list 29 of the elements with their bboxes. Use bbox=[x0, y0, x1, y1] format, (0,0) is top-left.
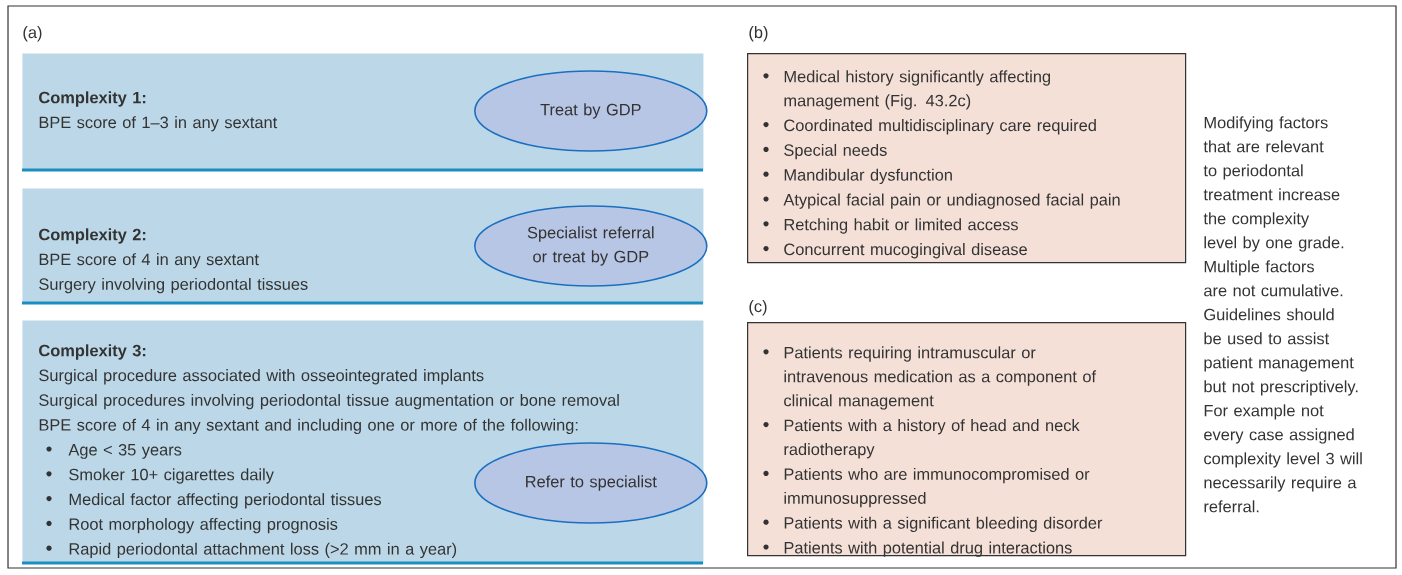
panel-heading: Complexity 3: bbox=[39, 344, 146, 360]
bullet-item: Special needs bbox=[763, 143, 887, 160]
bullet-item: Concurrent mucogingival disease bbox=[763, 243, 1027, 259]
bullet-item: Age < 35 years bbox=[46, 443, 182, 459]
panel-text: BPE score of 1–3 in any sextant bbox=[39, 116, 278, 132]
bullet-item: Smoker 10+ cigarettes daily bbox=[46, 468, 274, 484]
panel-text: Surgery involving periodontal tissues bbox=[39, 277, 308, 294]
bullet-item: Patients who are immunocompromised or immunosuppressed bbox=[763, 467, 1090, 508]
panel-letter: (c) bbox=[749, 300, 767, 316]
side-note: Modifying factors that are relevant to periodontal treatment increase the complexity level by one grade. Multiple factors are not cumulative. Guidelines should be used to assist patient management but not prescriptively. For example not every case assigned complexity level 3 will necessarily require a referral. bbox=[1203, 116, 1362, 513]
bullet-item: Patients with a significant bleeding disorder bbox=[763, 516, 1103, 533]
bullet-item: Patients with potential drug interactions bbox=[763, 541, 1072, 557]
panel-text: BPE score of 4 in any sextant bbox=[39, 253, 259, 269]
bullet-item: Rapid periodontal attachment loss (>2 mm in a year) bbox=[46, 542, 457, 559]
panel-heading: Complexity 2: bbox=[39, 228, 146, 244]
bullet-item: Medical factor affecting periodontal tissues bbox=[46, 493, 382, 509]
bullet-item: Mandibular dysfunction bbox=[763, 168, 952, 185]
bullet-item: Atypical facial pain or undiagnosed facial pain bbox=[763, 193, 1120, 209]
bullet-item: Coordinated multidisciplinary care required bbox=[763, 119, 1096, 135]
bullet-item: Medical history significantly affecting management (Fig. 43.2c) bbox=[763, 70, 1050, 110]
bullet-item: Retching habit or limited access bbox=[763, 218, 1018, 234]
panel-text: BPE score of 4 in any sextant and including one or more of the following: bbox=[39, 418, 578, 435]
panel-letter: (a) bbox=[23, 26, 42, 42]
bullet-item: Patients requiring intramuscular or intravenous medication as a component of clinical management bbox=[763, 346, 1097, 410]
panel-text: Surgical procedures involving periodontal tissue augmentation or bone removal bbox=[39, 393, 619, 410]
bullet-item: Patients with a history of head and neck radiotherapy bbox=[763, 419, 1080, 459]
panel-text: Surgical procedure associated with osseointegrated implants bbox=[39, 369, 484, 385]
bullet-item: Root morphology affecting prognosis bbox=[46, 517, 338, 534]
panel-heading: Complexity 1: bbox=[39, 91, 146, 107]
